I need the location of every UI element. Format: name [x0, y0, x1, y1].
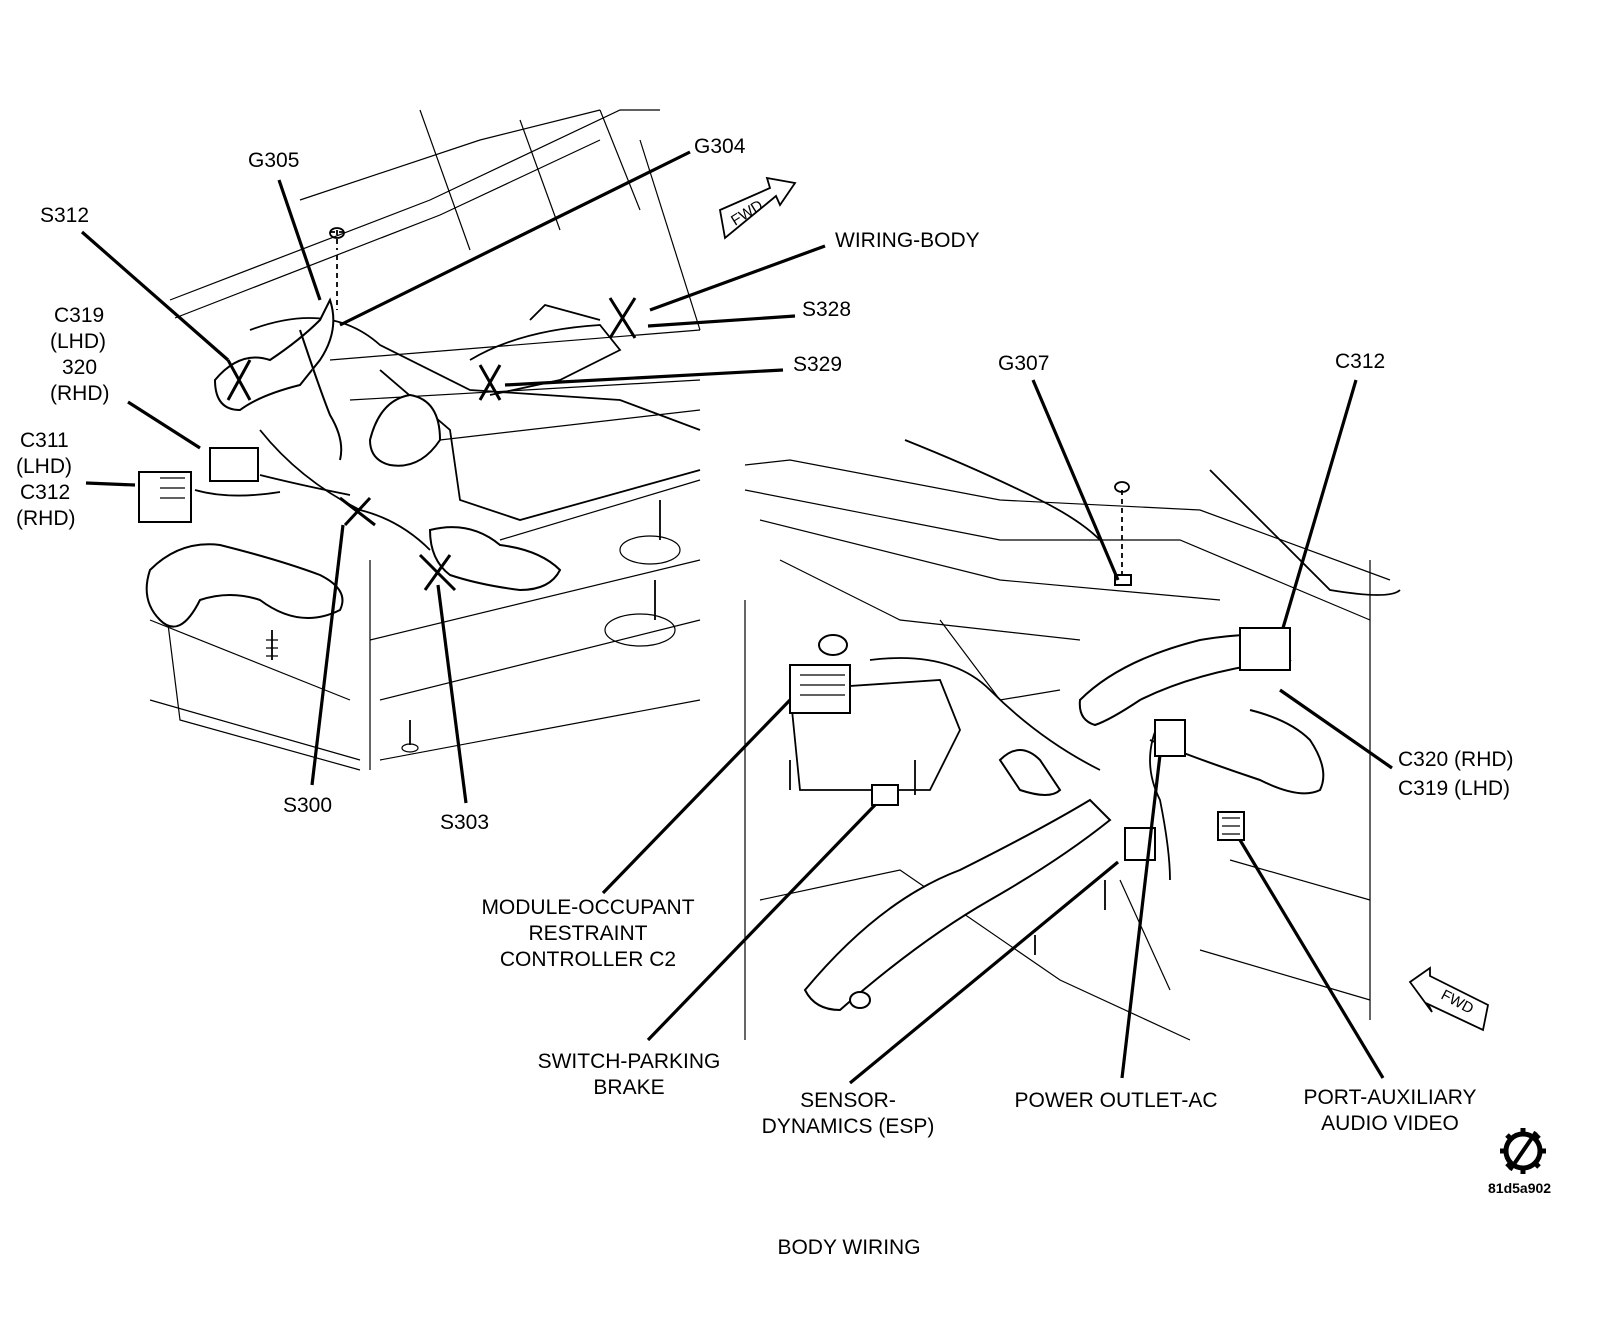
- label-port-auxiliary-line1: PORT-AUXILIARY: [1303, 1086, 1476, 1109]
- fwd-label-top: FWD: [728, 197, 766, 230]
- right-labels: G307 C312 C320 (RHD) C319 (LHD) MODULE-O…: [481, 350, 1513, 1138]
- label-c311-line3: C312: [20, 481, 70, 504]
- label-module-occupant-line1: MODULE-OCCUPANT: [481, 896, 694, 919]
- label-c311-line4: (RHD): [16, 507, 75, 530]
- label-sensor-dynamics-line2: DYNAMICS (ESP): [762, 1115, 935, 1138]
- label-g304: G304: [694, 135, 746, 158]
- label-s329: S329: [793, 353, 842, 376]
- label-module-occupant-line3: CONTROLLER C2: [500, 948, 676, 971]
- label-sensor-dynamics-line1: SENSOR-: [800, 1089, 896, 1112]
- label-c320-rhd: C320 (RHD): [1398, 748, 1514, 771]
- label-s312: S312: [40, 204, 89, 227]
- right-leaders: [601, 379, 1393, 1085]
- label-s328: S328: [802, 298, 851, 321]
- label-s300: S300: [283, 794, 332, 817]
- label-g305: G305: [248, 149, 299, 172]
- label-g307: G307: [998, 352, 1049, 375]
- left-labels: S312 G305 G304 WIRING-BODY S328 S329 C31…: [16, 135, 980, 834]
- label-switch-parking-line1: SWITCH-PARKING: [538, 1050, 721, 1073]
- label-wiring-body: WIRING-BODY: [835, 229, 980, 252]
- left-view-drawing: [138, 109, 701, 771]
- label-s303: S303: [440, 811, 489, 834]
- label-c319-line4: (RHD): [50, 382, 109, 405]
- label-c319-line1: C319: [54, 304, 104, 327]
- label-c319-line2: (LHD): [50, 330, 106, 353]
- label-switch-parking-line2: BRAKE: [593, 1076, 664, 1099]
- label-port-auxiliary-line2: AUDIO VIDEO: [1321, 1112, 1459, 1135]
- fwd-arrow-bottom: FWD: [1408, 966, 1490, 1032]
- fwd-arrow-top: FWD: [718, 176, 797, 240]
- figure-caption: BODY WIRING: [777, 1236, 920, 1259]
- service-gear-icon: [1500, 1128, 1546, 1174]
- figure-code: 81d5a902: [1488, 1180, 1551, 1196]
- label-module-occupant-line2: RESTRAINT: [528, 922, 647, 945]
- label-c311-line2: (LHD): [16, 455, 72, 478]
- fwd-label-bottom: FWD: [1438, 987, 1476, 1018]
- left-leaders: [80, 150, 826, 804]
- label-c311-line1: C311: [20, 429, 69, 452]
- label-c319-lhd: C319 (LHD): [1398, 777, 1510, 800]
- label-c319-line3: 320: [62, 356, 97, 379]
- label-power-outlet: POWER OUTLET-AC: [1014, 1089, 1217, 1112]
- right-view-drawing: [744, 439, 1401, 1041]
- label-c312-right: C312: [1335, 350, 1385, 373]
